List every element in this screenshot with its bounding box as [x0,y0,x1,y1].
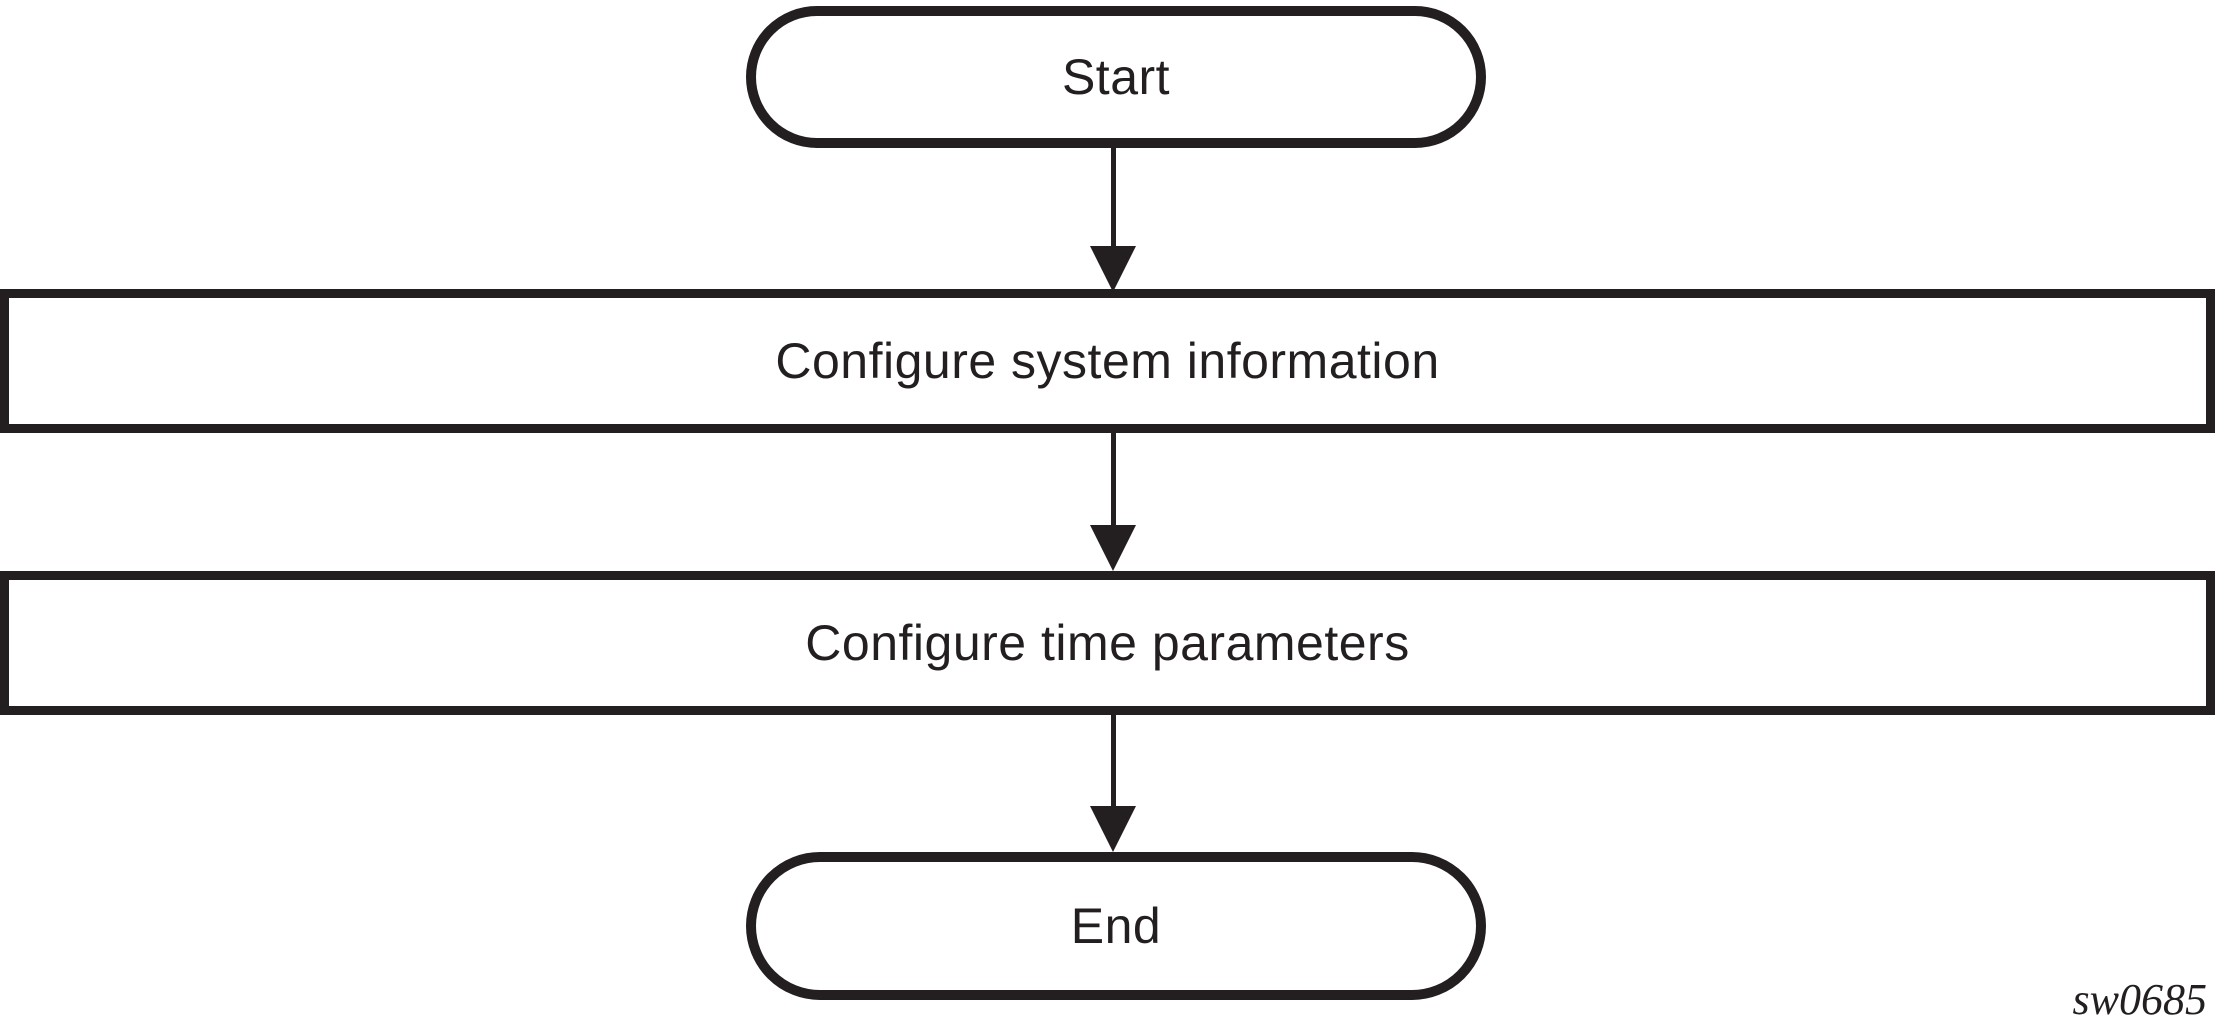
arrow-down-icon [1090,246,1136,292]
node-step2-label: Configure time parameters [805,615,1410,671]
flowchart-node-configure-system-information: Configure system information [0,289,2215,433]
flowchart-node-configure-time-parameters: Configure time parameters [0,571,2215,715]
arrow-line [1111,433,1116,525]
flowchart-node-start: Start [746,6,1486,148]
flowchart-node-end: End [746,852,1486,1000]
arrow-line [1111,148,1116,246]
arrow-line [1111,715,1116,806]
node-end-label: End [1070,898,1162,954]
arrow-down-icon [1090,806,1136,852]
node-step1-label: Configure system information [775,333,1440,389]
node-start-label: Start [1061,49,1171,105]
arrow-down-icon [1090,525,1136,571]
figure-code: sw0685 [2072,975,2207,1024]
